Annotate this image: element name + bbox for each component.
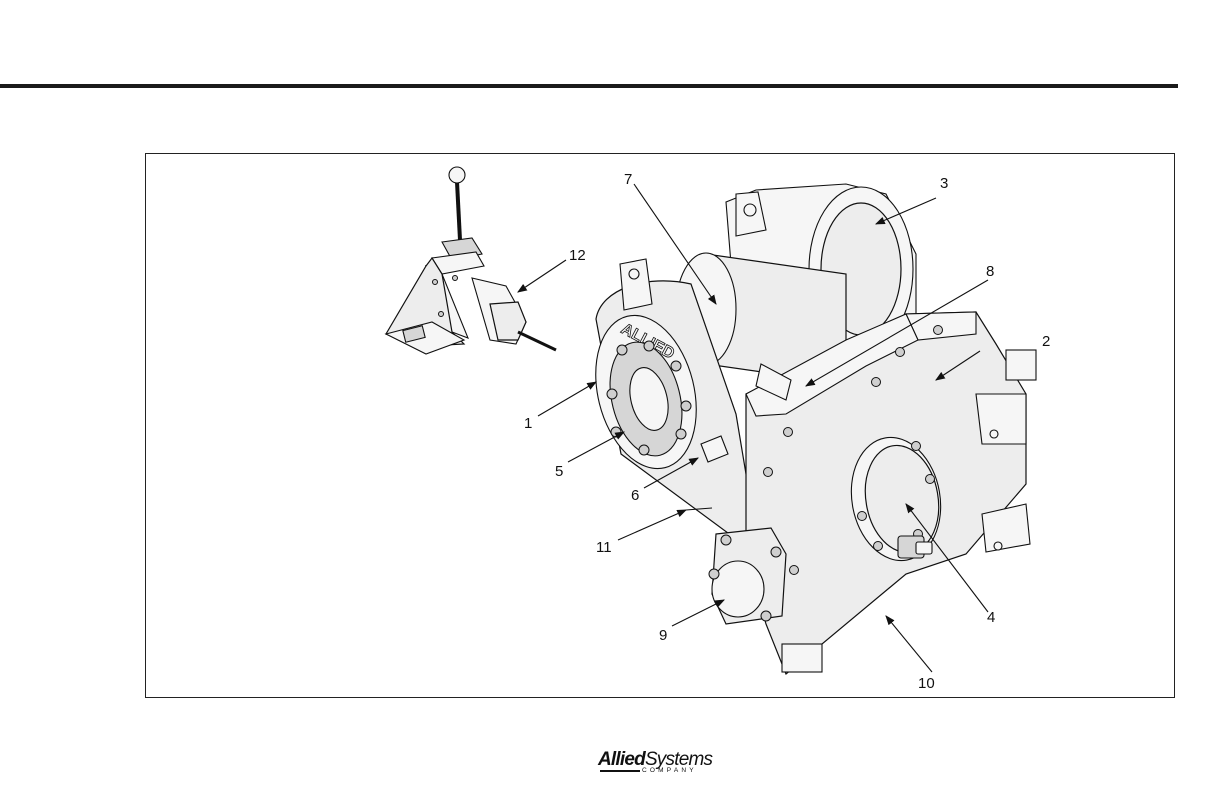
- callout-12: 12: [569, 247, 586, 264]
- callout-7: 7: [624, 171, 632, 188]
- logo-subtext: COMPANY: [642, 767, 697, 774]
- callout-3: 3: [940, 175, 948, 192]
- callout-6: 6: [631, 487, 639, 504]
- callout-5: 5: [555, 463, 563, 480]
- callout-1: 1: [524, 415, 532, 432]
- winch-body: ALLIED: [581, 184, 1036, 674]
- callout-10: 10: [918, 675, 935, 692]
- callout-8: 8: [986, 263, 994, 280]
- allied-systems-logo: AlliedSystems COMPANY: [598, 750, 724, 776]
- callout-2: 2: [1042, 333, 1050, 350]
- callout-11: 11: [596, 539, 612, 556]
- callout-4: 4: [987, 609, 995, 626]
- logo-bold-text: Allied: [598, 749, 645, 770]
- callout-9: 9: [659, 627, 667, 644]
- winch-exploded-diagram: ALLIED: [146, 154, 1176, 699]
- header-rule: [0, 84, 1178, 88]
- lever-knob: [449, 167, 465, 183]
- control-lever-assembly: [386, 167, 556, 354]
- figure-frame: ALLIED: [145, 153, 1175, 698]
- logo-underline: [600, 770, 640, 772]
